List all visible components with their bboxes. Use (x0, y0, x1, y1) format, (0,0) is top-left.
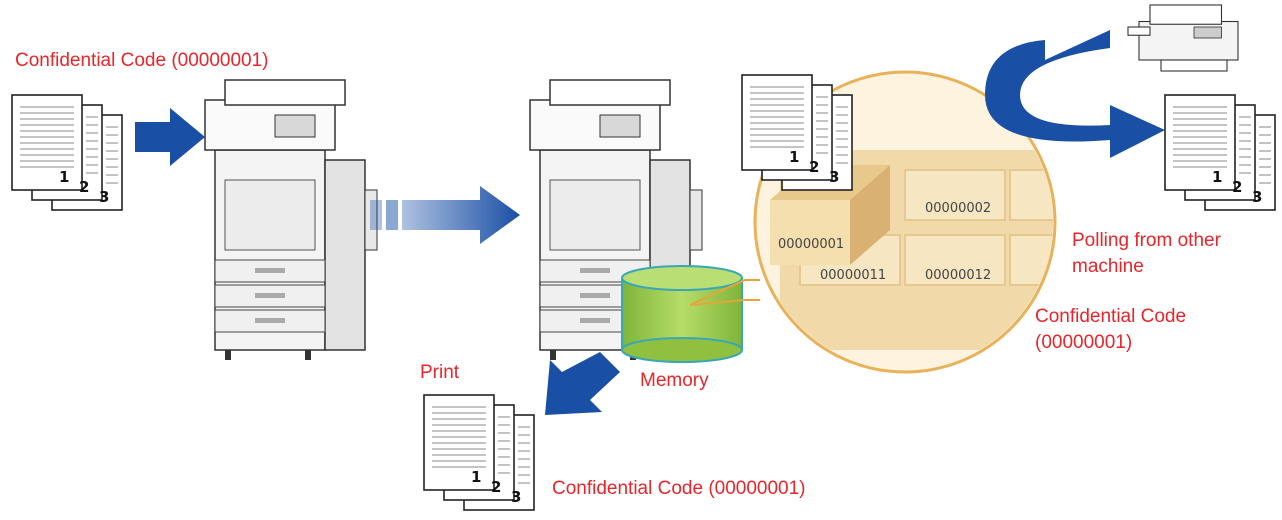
polling-arrow-icon (985, 30, 1165, 158)
label-code-right-line1: Confidential Code (1035, 306, 1187, 327)
zoom-connector-line (689, 299, 760, 306)
page-number: 2 (79, 178, 90, 196)
page-number: 1 (1212, 168, 1223, 186)
mailbox-code: 00000011 (820, 268, 887, 283)
mfp-printer-left-icon (204, 79, 378, 361)
memory-cylinder-icon (621, 265, 743, 363)
remote-printer-icon (1127, 4, 1239, 72)
label-polling-line1: Polling from other (1072, 230, 1221, 251)
page-number: 2 (1232, 178, 1243, 196)
page-number: 3 (99, 188, 110, 206)
zoom-connector-line (689, 279, 760, 306)
label-code-top-left: Confidential Code (00000001) (15, 50, 269, 71)
label-print: Print (420, 362, 460, 383)
mailbox-code: 00000012 (925, 268, 992, 283)
mailbox-code: 00000001 (778, 237, 845, 252)
label-memory: Memory (640, 370, 709, 391)
transfer-arrow-icon (370, 186, 520, 244)
page-number: 3 (511, 488, 522, 506)
label-code-right-line2: (00000001) (1035, 332, 1133, 353)
page-number: 2 (809, 158, 820, 176)
arrow-into-printer-icon (135, 108, 205, 166)
page-number: 2 (491, 478, 502, 496)
label-code-bottom: Confidential Code (00000001) (552, 478, 806, 499)
page-number: 3 (1252, 188, 1263, 206)
page-number: 1 (59, 168, 70, 186)
label-polling-line2: machine (1072, 256, 1144, 277)
page-number: 1 (471, 468, 482, 486)
print-arrow-icon (545, 352, 620, 415)
mailbox-code: 00000002 (925, 201, 992, 216)
page-number: 3 (829, 168, 840, 186)
page-number: 1 (789, 148, 800, 166)
